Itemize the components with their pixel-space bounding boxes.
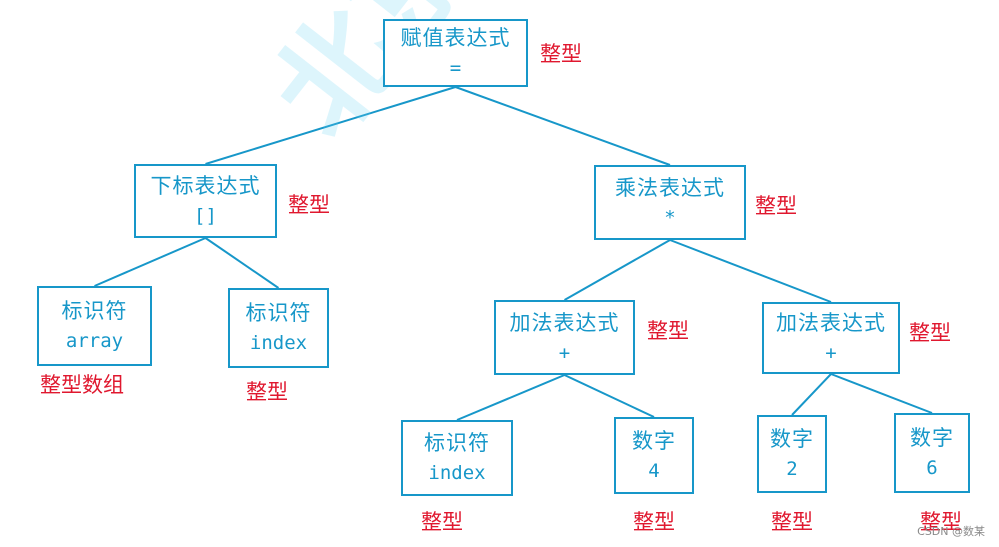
- node-identifier-array: 标识符 array: [37, 286, 152, 366]
- node-symbol: +: [825, 342, 837, 364]
- edge-add2-num6: [830, 373, 933, 414]
- node-title: 数字: [632, 428, 676, 453]
- type-label-subscript: 整型: [288, 193, 330, 217]
- node-subscript-expression: 下标表达式 []: [134, 164, 277, 238]
- edge-mul-add2: [669, 239, 832, 303]
- node-title: 标识符: [424, 431, 490, 455]
- node-title: 赋值表达式: [400, 26, 511, 50]
- type-label-add2: 整型: [909, 321, 951, 345]
- type-label-array: 整型数组: [40, 373, 124, 397]
- edge-assign-subscript: [205, 86, 456, 165]
- edge-add1-id_index2: [456, 374, 565, 421]
- edge-add2-num2: [791, 373, 832, 416]
- node-title: 下标表达式: [150, 174, 261, 198]
- node-identifier-index-leaf: 标识符 index: [401, 420, 513, 496]
- node-title: 加法表达式: [509, 310, 620, 335]
- type-label-num2: 整型: [771, 510, 813, 534]
- type-label-num4: 整型: [633, 510, 675, 534]
- node-title: 数字: [770, 427, 814, 451]
- node-symbol: 4: [648, 459, 660, 482]
- node-symbol: index: [249, 332, 308, 354]
- node-symbol: array: [65, 330, 124, 352]
- node-addition-expression-right: 加法表达式 +: [762, 302, 900, 374]
- type-label-index1: 整型: [246, 380, 288, 404]
- node-title: 标识符: [245, 301, 312, 325]
- node-symbol: =: [449, 57, 462, 79]
- edge-assign-mul: [455, 86, 671, 166]
- type-label-num6: 整型: [920, 510, 962, 534]
- node-symbol: +: [558, 341, 571, 364]
- node-identifier-index: 标识符 index: [228, 288, 329, 368]
- node-title: 乘法表达式: [615, 175, 725, 200]
- node-symbol: 2: [786, 458, 798, 480]
- node-number-2: 数字 2: [757, 415, 827, 493]
- node-number-6: 数字 6: [894, 413, 970, 493]
- type-label-assign: 整型: [540, 42, 582, 66]
- node-multiplication-expression: 乘法表达式 *: [594, 165, 746, 240]
- node-symbol: []: [194, 205, 217, 227]
- edge-subscript-id_index1: [204, 237, 280, 289]
- node-symbol: 6: [926, 457, 938, 479]
- node-assignment-expression: 赋值表达式 =: [383, 19, 528, 87]
- credit-watermark: CSDN @数某: [917, 525, 985, 538]
- type-label-add1: 整型: [647, 319, 689, 343]
- node-symbol: *: [664, 206, 676, 229]
- node-title: 加法表达式: [776, 311, 886, 335]
- node-number-4: 数字 4: [614, 417, 694, 494]
- type-label-mul: 整型: [755, 194, 797, 218]
- edge-add1-num4: [564, 374, 655, 418]
- edge-mul-add1: [564, 239, 671, 301]
- type-label-index2: 整型: [421, 510, 463, 534]
- node-title: 数字: [910, 426, 954, 450]
- edge-subscript-id_array: [94, 237, 206, 287]
- node-addition-expression-left: 加法表达式 +: [494, 300, 635, 375]
- node-title: 标识符: [61, 299, 128, 323]
- node-symbol: index: [428, 462, 486, 484]
